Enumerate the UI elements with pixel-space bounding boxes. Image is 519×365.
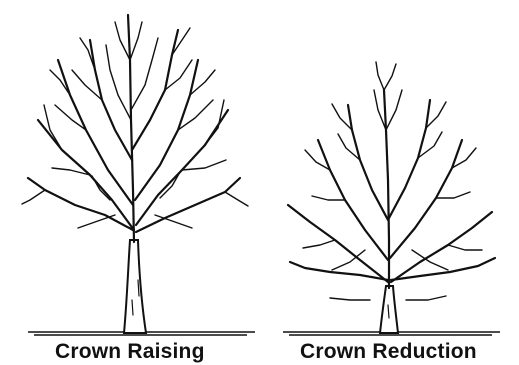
branch [412,250,448,270]
branch [205,100,224,145]
branch [376,62,384,90]
branch [448,245,482,250]
branch [131,38,158,110]
branch [391,258,495,280]
branch [155,215,192,228]
branch [78,215,115,228]
branch [225,192,248,206]
branch [436,192,470,198]
branch [44,105,62,150]
branch [22,190,45,204]
branch [406,296,446,300]
trunk-left [124,240,146,333]
branch [391,212,492,282]
branch [390,140,462,258]
tree-illustration-crown-raising [22,15,255,335]
trunk-right [380,286,398,333]
branch [288,205,388,282]
branch [28,178,133,230]
branch [386,90,402,130]
branch [389,100,430,218]
caption-crown-reduction: Crown Reduction [300,340,477,364]
branch [303,240,335,248]
tree-illustration-crown-reduction [283,62,500,335]
branch [160,172,180,198]
branch [106,45,131,120]
caption-crown-raising: Crown Raising [55,340,205,364]
branch [312,196,345,200]
branch [90,40,132,160]
branch [384,64,396,90]
branch [330,298,370,300]
branch [50,70,70,95]
branch [130,22,142,60]
branch [128,15,134,242]
branch [348,105,388,220]
